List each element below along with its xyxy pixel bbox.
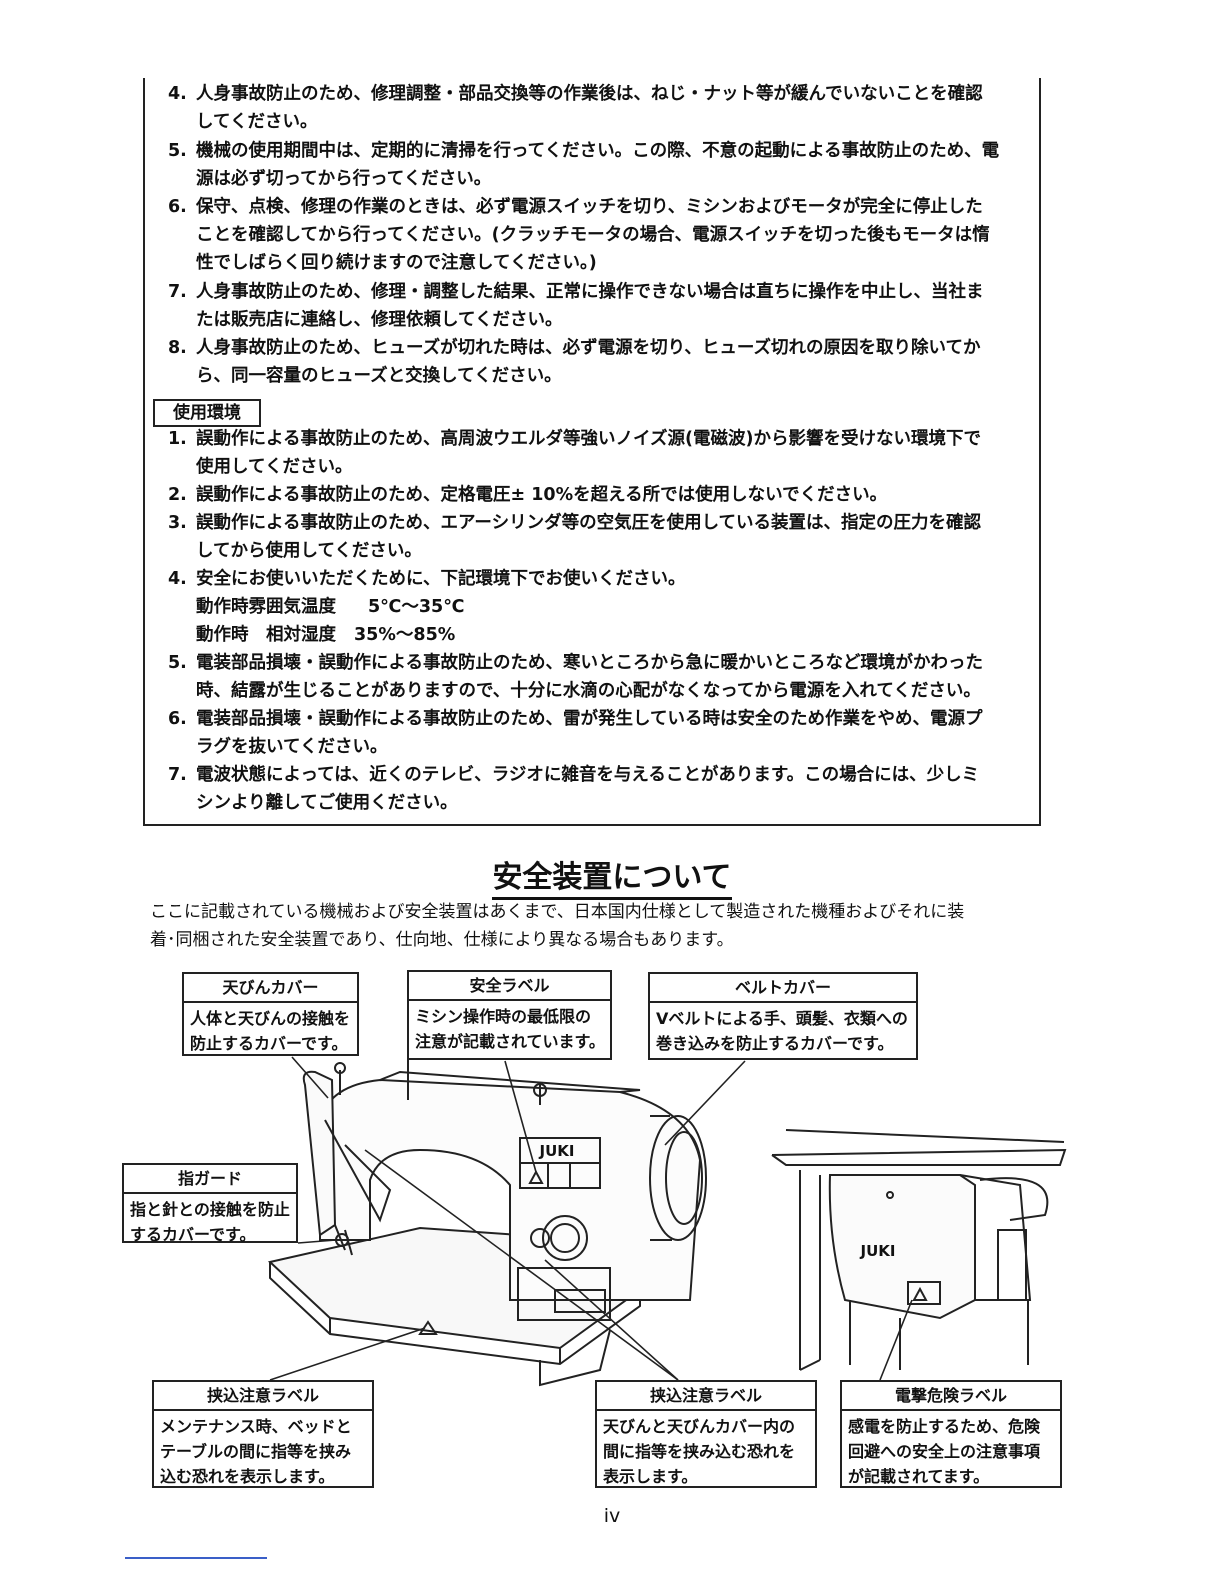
juki-logo-motor: JUKI bbox=[860, 1242, 896, 1260]
callout-belt-cover: ベルトカバー Vベルトによる手、頭髪、衣類への巻き込みを防止するカバーです。 bbox=[648, 972, 918, 1060]
intro-line: ここに記載されている機械および安全装置はあくまで、日本国内仕様として製造された機… bbox=[150, 902, 965, 922]
maintenance-item: 4. 人身事故防止のため、修理調整・部品交換等の作業後は、ねじ・ナット等が緩んで… bbox=[168, 84, 983, 132]
environment-item: 2. 誤動作による事故防止のため、定格電圧± 10%を超える所では使用しないでく… bbox=[168, 485, 888, 505]
callout-title: 天びんカバー bbox=[184, 974, 357, 1003]
callout-title: 指ガード bbox=[124, 1165, 296, 1194]
callout-safety-label: 安全ラベル ミシン操作時の最低限の注意が記載されています。 bbox=[407, 970, 612, 1060]
callout-title: 挟込注意ラベル bbox=[597, 1382, 815, 1411]
callout-tenbin-cover: 天びんカバー 人体と天びんの接触を防止するカバーです。 bbox=[182, 972, 359, 1056]
environment-item: 1. 誤動作による事故防止のため、高周波ウエルダ等強いノイズ源(電磁波)から影響… bbox=[168, 429, 981, 477]
callout-title: 電撃危険ラベル bbox=[842, 1382, 1060, 1411]
callout-pinch-label-tenbin: 挟込注意ラベル 天びんと天びんカバー内の間に指等を挟み込む恐れを表示します。 bbox=[595, 1380, 817, 1488]
environment-item: 6. 電装部品損壊・誤動作による事故防止のため、雷が発生している時は安全のため作… bbox=[168, 709, 983, 757]
page-title: 安全装置について bbox=[0, 852, 1224, 900]
maintenance-item: 8. 人身事故防止のため、ヒューズが切れた時は、必ず電源を切り、ヒューズ切れの原… bbox=[168, 338, 981, 386]
maintenance-item: 6. 保守、点検、修理の作業のときは、必ず電源スイッチを切り、ミシンおよびモータ… bbox=[168, 197, 990, 273]
callout-title: 挟込注意ラベル bbox=[154, 1382, 372, 1411]
environment-item: 4. 安全にお使いいただくために、下記環境下でお使いください。 bbox=[168, 569, 686, 589]
notice-frame bbox=[143, 78, 1041, 826]
juki-logo-machine: JUKI bbox=[539, 1142, 575, 1160]
page-number: iv bbox=[603, 1505, 621, 1527]
environment-item: 5. 電装部品損壊・誤動作による事故防止のため、寒いところから急に暖かいところな… bbox=[168, 653, 983, 701]
callout-finger-guard: 指ガード 指と針との接触を防止するカバーです。 bbox=[122, 1163, 298, 1244]
callout-title: ベルトカバー bbox=[650, 974, 916, 1003]
callout-pinch-label-bed: 挟込注意ラベル メンテナンス時、ベッドとテーブルの間に指等を挟み込む恐れを表示し… bbox=[152, 1380, 374, 1488]
intro-line: 着･同梱された安全装置であり、仕向地、仕様により異なる場合もあります。 bbox=[150, 930, 734, 950]
section-label-environment: 使用環境 bbox=[153, 399, 261, 427]
maintenance-item: 5. 機械の使用期間中は、定期的に清掃を行ってください。この際、不意の起動による… bbox=[168, 141, 1000, 189]
environment-item: 7. 電波状態によっては、近くのテレビ、ラジオに雑音を与えることがあります。この… bbox=[168, 765, 980, 813]
callout-title: 安全ラベル bbox=[409, 972, 610, 1001]
environment-item: 3. 誤動作による事故防止のため、エアーシリンダ等の空気圧を使用している装置は、… bbox=[168, 513, 982, 561]
scan-mark bbox=[125, 1557, 267, 1559]
callout-shock-label: 電撃危険ラベル 感電を防止するため、危険回避への安全上の注意事項が記載されてます… bbox=[840, 1380, 1062, 1488]
maintenance-item: 7. 人身事故防止のため、修理・調整した結果、正常に操作できない場合は直ちに操作… bbox=[168, 282, 984, 330]
